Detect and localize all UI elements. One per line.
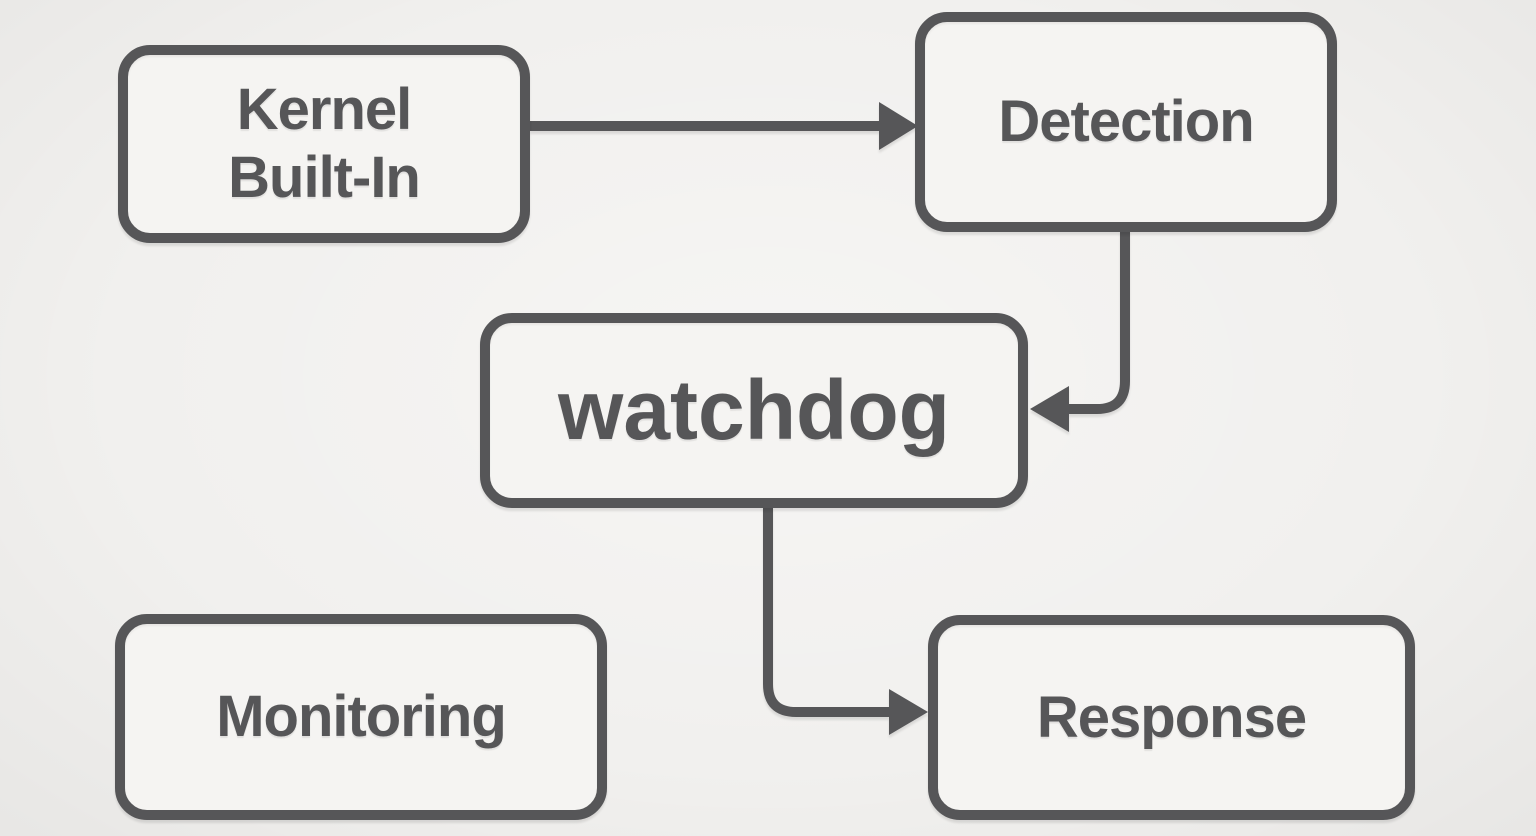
- edge-line: [763, 506, 892, 717]
- node-label-monitoring: Monitoring: [216, 684, 507, 750]
- arrow-kernel-to-detection: [530, 102, 918, 150]
- arrow-watchdog-to-response: [763, 506, 928, 735]
- arrow-detection-to-watchdog: [1030, 230, 1130, 432]
- node-label-response: Response: [1036, 684, 1307, 750]
- arrowhead-right-icon: [889, 689, 928, 735]
- node-label-kernel-built-in: Kernel Built-In: [228, 77, 421, 210]
- node-label-detection: Detection: [998, 89, 1254, 155]
- node-label-watchdog: watchdog: [558, 363, 950, 458]
- arrowhead-left-icon: [1030, 386, 1069, 432]
- node-monitoring: Monitoring: [115, 614, 607, 820]
- node-response: Response: [928, 615, 1415, 820]
- arrowhead-right-icon: [879, 102, 918, 150]
- node-kernel-built-in: Kernel Built-In: [118, 45, 530, 243]
- node-watchdog: watchdog: [480, 313, 1028, 508]
- node-detection: Detection: [915, 12, 1337, 232]
- edge-line: [1064, 230, 1130, 414]
